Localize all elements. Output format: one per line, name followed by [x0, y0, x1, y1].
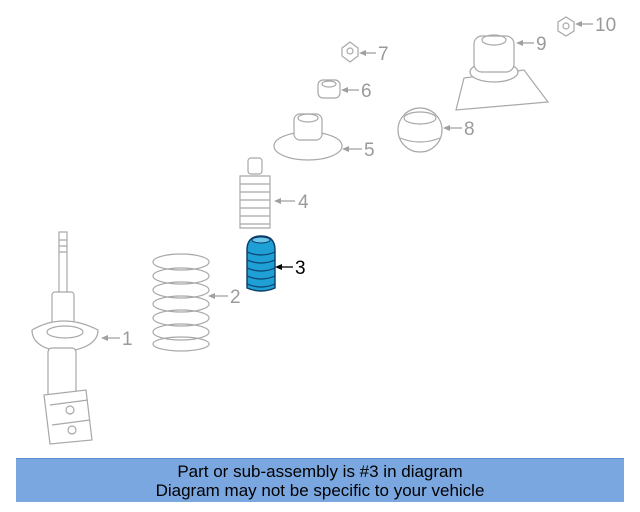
strut-assembly-drawing: [31, 231, 99, 445]
callout-3: 3: [275, 258, 306, 279]
strut-mount-drawing: [455, 34, 550, 111]
coil-spring-drawing: [152, 253, 210, 352]
callout-6: 6: [341, 81, 372, 102]
callout-number: 4: [298, 192, 309, 213]
callout-2: 2: [208, 287, 241, 308]
callout-number: 1: [122, 329, 133, 350]
callout-10: 10: [575, 15, 616, 36]
callout-number: 9: [536, 34, 547, 55]
callout-9: 9: [516, 34, 547, 55]
callout-number: 3: [295, 258, 306, 279]
bump-stop-drawing: [246, 235, 276, 292]
callout-number: 7: [378, 44, 389, 65]
callout-7: 7: [359, 44, 389, 65]
mount-bushing-drawing: [397, 107, 443, 153]
callout-number: 5: [364, 140, 375, 161]
spring-seat-drawing: [273, 113, 343, 161]
info-banner: Part or sub-assembly is #3 in diagram Di…: [16, 458, 624, 502]
callout-8: 8: [443, 119, 475, 140]
callout-1: 1: [101, 329, 133, 350]
nut-drawing: [317, 79, 341, 99]
callout-5: 5: [342, 140, 375, 161]
callout-number: 8: [464, 119, 475, 140]
parts-diagram: 1 2 3 4 5 6 7 8 9 10: [31, 15, 616, 445]
callout-number: 10: [595, 15, 616, 36]
dust-boot-drawing: [239, 157, 271, 229]
callout-number: 2: [230, 287, 241, 308]
banner-line-part: Part or sub-assembly is #3 in diagram: [177, 462, 463, 481]
callout-4: 4: [274, 192, 309, 213]
banner-line-disclaimer: Diagram may not be specific to your vehi…: [155, 481, 485, 500]
hex-nut-drawing: [557, 16, 575, 37]
small-nut-drawing: [341, 41, 359, 63]
callout-number: 6: [361, 81, 372, 102]
